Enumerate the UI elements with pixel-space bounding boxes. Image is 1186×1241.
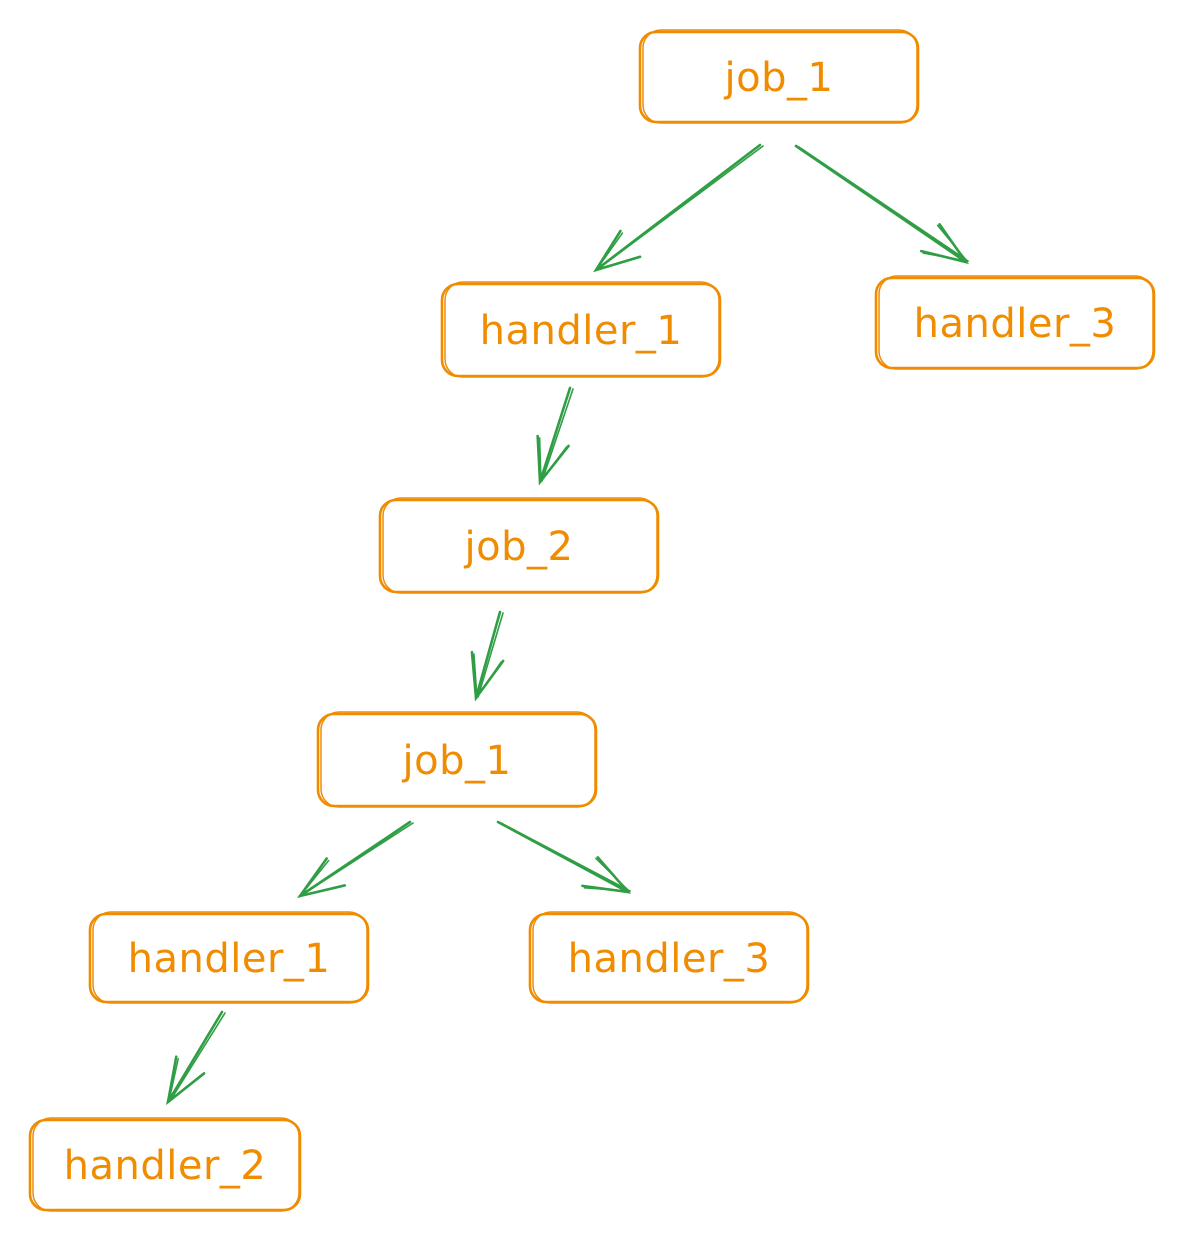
node-n0: job_1 bbox=[638, 29, 920, 124]
node-box bbox=[28, 1118, 302, 1212]
node-n5: handler_1 bbox=[88, 911, 370, 1004]
node-label: job_1 bbox=[724, 55, 834, 101]
edges-layer bbox=[166, 143, 970, 1106]
arrowhead-sketch bbox=[583, 857, 631, 892]
edge-line-sketch bbox=[597, 145, 764, 270]
node-box bbox=[440, 282, 722, 378]
node-label: handler_2 bbox=[64, 1143, 267, 1189]
node-box-sketch bbox=[92, 911, 368, 1004]
edge-line bbox=[474, 610, 502, 700]
arrowhead-sketch bbox=[538, 437, 568, 484]
arrowhead-sketch bbox=[473, 653, 502, 700]
edge-n0-n2 bbox=[794, 144, 970, 265]
node-n7: handler_2 bbox=[28, 1117, 302, 1212]
node-n3: job_2 bbox=[378, 497, 660, 594]
edge-n0-n1 bbox=[593, 143, 764, 273]
node-box bbox=[874, 276, 1156, 370]
edge-n3-n4 bbox=[470, 610, 505, 702]
node-box-sketch bbox=[878, 275, 1154, 370]
edge-n4-n5 bbox=[296, 820, 414, 899]
edge-n1-n3 bbox=[536, 386, 574, 486]
edge-line-sketch bbox=[477, 612, 504, 698]
edge-line-sketch bbox=[541, 388, 574, 482]
node-n6: handler_3 bbox=[528, 911, 810, 1004]
edge-line bbox=[794, 144, 968, 264]
arrowhead-sketch bbox=[922, 224, 969, 263]
node-n4: job_1 bbox=[316, 711, 598, 808]
edge-line-sketch bbox=[169, 1012, 226, 1102]
node-label: job_2 bbox=[464, 524, 574, 570]
node-box-sketch bbox=[320, 711, 596, 808]
node-label: handler_3 bbox=[568, 936, 771, 982]
node-box-sketch bbox=[382, 497, 658, 594]
edge-n5-n7 bbox=[166, 1010, 226, 1106]
node-box-sketch bbox=[642, 29, 918, 124]
node-box bbox=[528, 912, 810, 1004]
node-box bbox=[88, 912, 370, 1004]
node-label: job_1 bbox=[402, 738, 512, 784]
arrowhead-icon bbox=[581, 856, 632, 894]
edge-n4-n6 bbox=[496, 820, 632, 894]
arrowhead-sketch bbox=[167, 1058, 203, 1103]
edge-line-sketch bbox=[301, 822, 414, 896]
node-label: handler_3 bbox=[914, 301, 1117, 347]
node-box-sketch bbox=[32, 1117, 300, 1212]
node-n1: handler_1 bbox=[440, 281, 722, 378]
edge-line bbox=[538, 386, 572, 484]
node-label: handler_1 bbox=[128, 936, 331, 982]
node-box bbox=[316, 712, 598, 808]
node-box bbox=[378, 498, 660, 594]
edge-line-sketch bbox=[500, 822, 631, 892]
node-box-sketch bbox=[532, 911, 808, 1004]
node-box-sketch bbox=[444, 281, 720, 378]
arrowhead-sketch bbox=[595, 232, 639, 271]
edge-line-sketch bbox=[798, 146, 969, 262]
node-label: handler_1 bbox=[480, 308, 683, 354]
edge-line bbox=[166, 1010, 224, 1104]
node-n2: handler_3 bbox=[874, 275, 1156, 370]
node-box bbox=[638, 30, 920, 124]
arrowhead-sketch bbox=[299, 859, 344, 897]
